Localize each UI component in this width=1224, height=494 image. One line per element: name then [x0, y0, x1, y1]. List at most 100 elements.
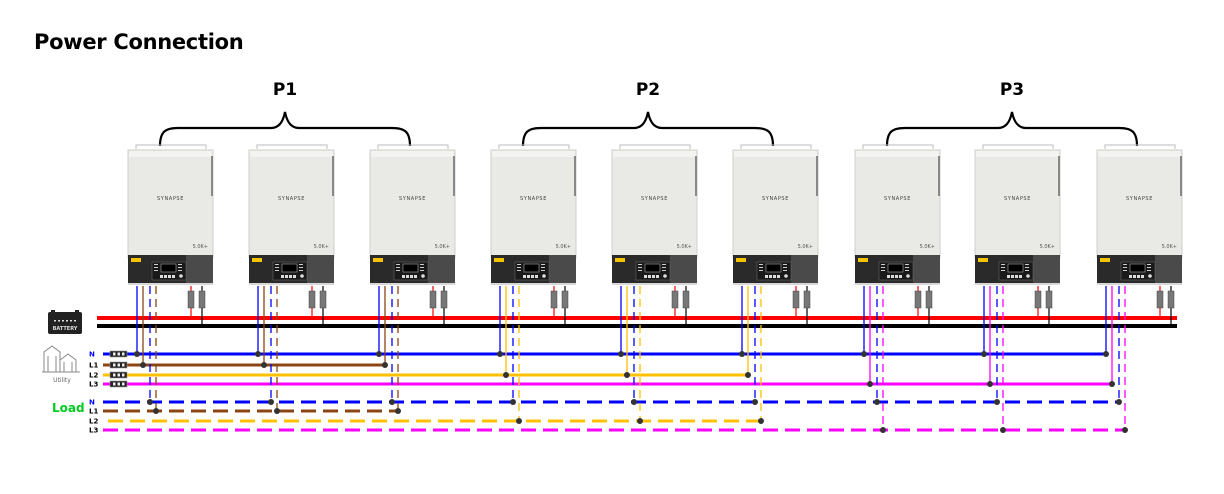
panel-button-icon[interactable]	[414, 275, 417, 278]
panel-button-icon[interactable]	[887, 275, 890, 278]
indicator-led-icon	[1123, 267, 1127, 268]
panel-button-icon[interactable]	[281, 275, 284, 278]
junction-node	[395, 408, 401, 414]
panel-button-icon[interactable]	[527, 275, 530, 278]
power-button-icon[interactable]	[421, 274, 425, 278]
indicator-led-icon	[759, 270, 763, 271]
battery-icon: BATTERY	[48, 310, 82, 334]
indicator-led-icon	[275, 270, 279, 271]
inverter-model-label: 5.0K+	[677, 244, 692, 250]
panel-button-icon[interactable]	[535, 275, 538, 278]
power-button-icon[interactable]	[179, 274, 183, 278]
mount-bracket	[1104, 144, 1176, 149]
indicator-led-icon	[541, 270, 545, 271]
mount-bracket	[982, 144, 1054, 149]
junction-node	[624, 372, 630, 378]
indicator-led-icon	[178, 267, 182, 268]
mount-bracket	[619, 144, 691, 149]
panel-button-icon[interactable]	[769, 275, 772, 278]
panel-button-icon[interactable]	[168, 275, 171, 278]
inverter-drop-wires	[136, 286, 1175, 430]
battery-fuse-negative-icon	[440, 290, 448, 309]
panel-button-icon[interactable]	[1011, 275, 1014, 278]
battery-fuse-positive-icon	[187, 290, 195, 309]
power-button-icon[interactable]	[300, 274, 304, 278]
breaker-pole	[117, 363, 120, 367]
inverter-model-label: 5.0K+	[1162, 244, 1177, 250]
panel-button-icon[interactable]	[765, 275, 768, 278]
panel-button-icon[interactable]	[895, 275, 898, 278]
indicator-led-icon	[881, 270, 885, 271]
panel-button-icon[interactable]	[644, 275, 647, 278]
group-brace-p3	[885, 111, 1139, 147]
inverter-brand-label: SYNAPSE	[641, 196, 668, 202]
power-button-icon[interactable]	[663, 274, 667, 278]
panel-button-icon[interactable]	[1015, 275, 1018, 278]
panel-button-icon[interactable]	[172, 275, 175, 278]
panel-button-icon[interactable]	[1137, 275, 1140, 278]
panel-button-icon[interactable]	[406, 275, 409, 278]
panel-button-icon[interactable]	[656, 275, 659, 278]
mount-bracket	[256, 144, 328, 149]
panel-button-icon[interactable]	[1019, 275, 1022, 278]
panel-button-icon[interactable]	[1007, 275, 1010, 278]
mount-bracket	[498, 144, 570, 149]
panel-button-icon[interactable]	[160, 275, 163, 278]
panel-button-icon[interactable]	[293, 275, 296, 278]
terminal-strip	[1097, 283, 1182, 285]
panel-button-icon[interactable]	[899, 275, 902, 278]
indicator-led-icon	[517, 270, 521, 271]
panel-button-icon[interactable]	[523, 275, 526, 278]
junction-node	[153, 408, 159, 414]
junction-node	[503, 372, 509, 378]
panel-button-icon[interactable]	[410, 275, 413, 278]
panel-button-icon[interactable]	[652, 275, 655, 278]
inverter-brand-label: SYNAPSE	[884, 196, 911, 202]
battery-cell-mark	[54, 320, 56, 322]
inverter-body	[248, 149, 335, 259]
battery-fuse-positive-icon	[792, 290, 800, 309]
panel-button-icon[interactable]	[648, 275, 651, 278]
power-button-icon[interactable]	[542, 274, 546, 278]
lcd-screen-icon	[765, 263, 782, 273]
battery-fuse-positive-icon	[1034, 290, 1042, 309]
panel-button-icon[interactable]	[289, 275, 292, 278]
control-panel-shade	[186, 255, 213, 283]
power-button-icon[interactable]	[784, 274, 788, 278]
terminal-strip	[249, 283, 334, 285]
inverter-model-label: 5.0K+	[1040, 244, 1055, 250]
inverter-side-edge	[574, 156, 576, 196]
panel-button-icon[interactable]	[1129, 275, 1132, 278]
warning-label-icon	[615, 258, 625, 262]
indicator-led-icon	[1025, 264, 1029, 265]
power-button-icon[interactable]	[1026, 274, 1030, 278]
junction-node	[631, 399, 637, 405]
power-button-icon[interactable]	[906, 274, 910, 278]
lcd-screen-icon	[1129, 263, 1146, 273]
indicator-led-icon	[154, 270, 158, 271]
panel-button-icon[interactable]	[164, 275, 167, 278]
panel-button-icon[interactable]	[531, 275, 534, 278]
warning-label-icon	[736, 258, 746, 262]
battery-fuse-negative-icon	[1045, 290, 1053, 309]
inverter-side-edge	[938, 156, 940, 196]
indicator-led-icon	[1123, 264, 1127, 265]
panel-button-icon[interactable]	[891, 275, 894, 278]
indicator-led-icon	[759, 264, 763, 265]
junction-node	[497, 351, 503, 357]
utility-icon: Utility	[42, 345, 80, 384]
junction-node	[981, 351, 987, 357]
panel-button-icon[interactable]	[285, 275, 288, 278]
panel-button-icon[interactable]	[1141, 275, 1144, 278]
power-button-icon[interactable]	[1148, 274, 1152, 278]
inverter-model-label: 5.0K+	[798, 244, 813, 250]
warning-label-icon	[131, 258, 141, 262]
battery-cell-mark	[70, 320, 72, 322]
panel-button-icon[interactable]	[777, 275, 780, 278]
panel-button-icon[interactable]	[1133, 275, 1136, 278]
panel-button-icon[interactable]	[402, 275, 405, 278]
control-panel-shade	[1033, 255, 1060, 283]
panel-button-icon[interactable]	[773, 275, 776, 278]
junction-node	[382, 362, 388, 368]
